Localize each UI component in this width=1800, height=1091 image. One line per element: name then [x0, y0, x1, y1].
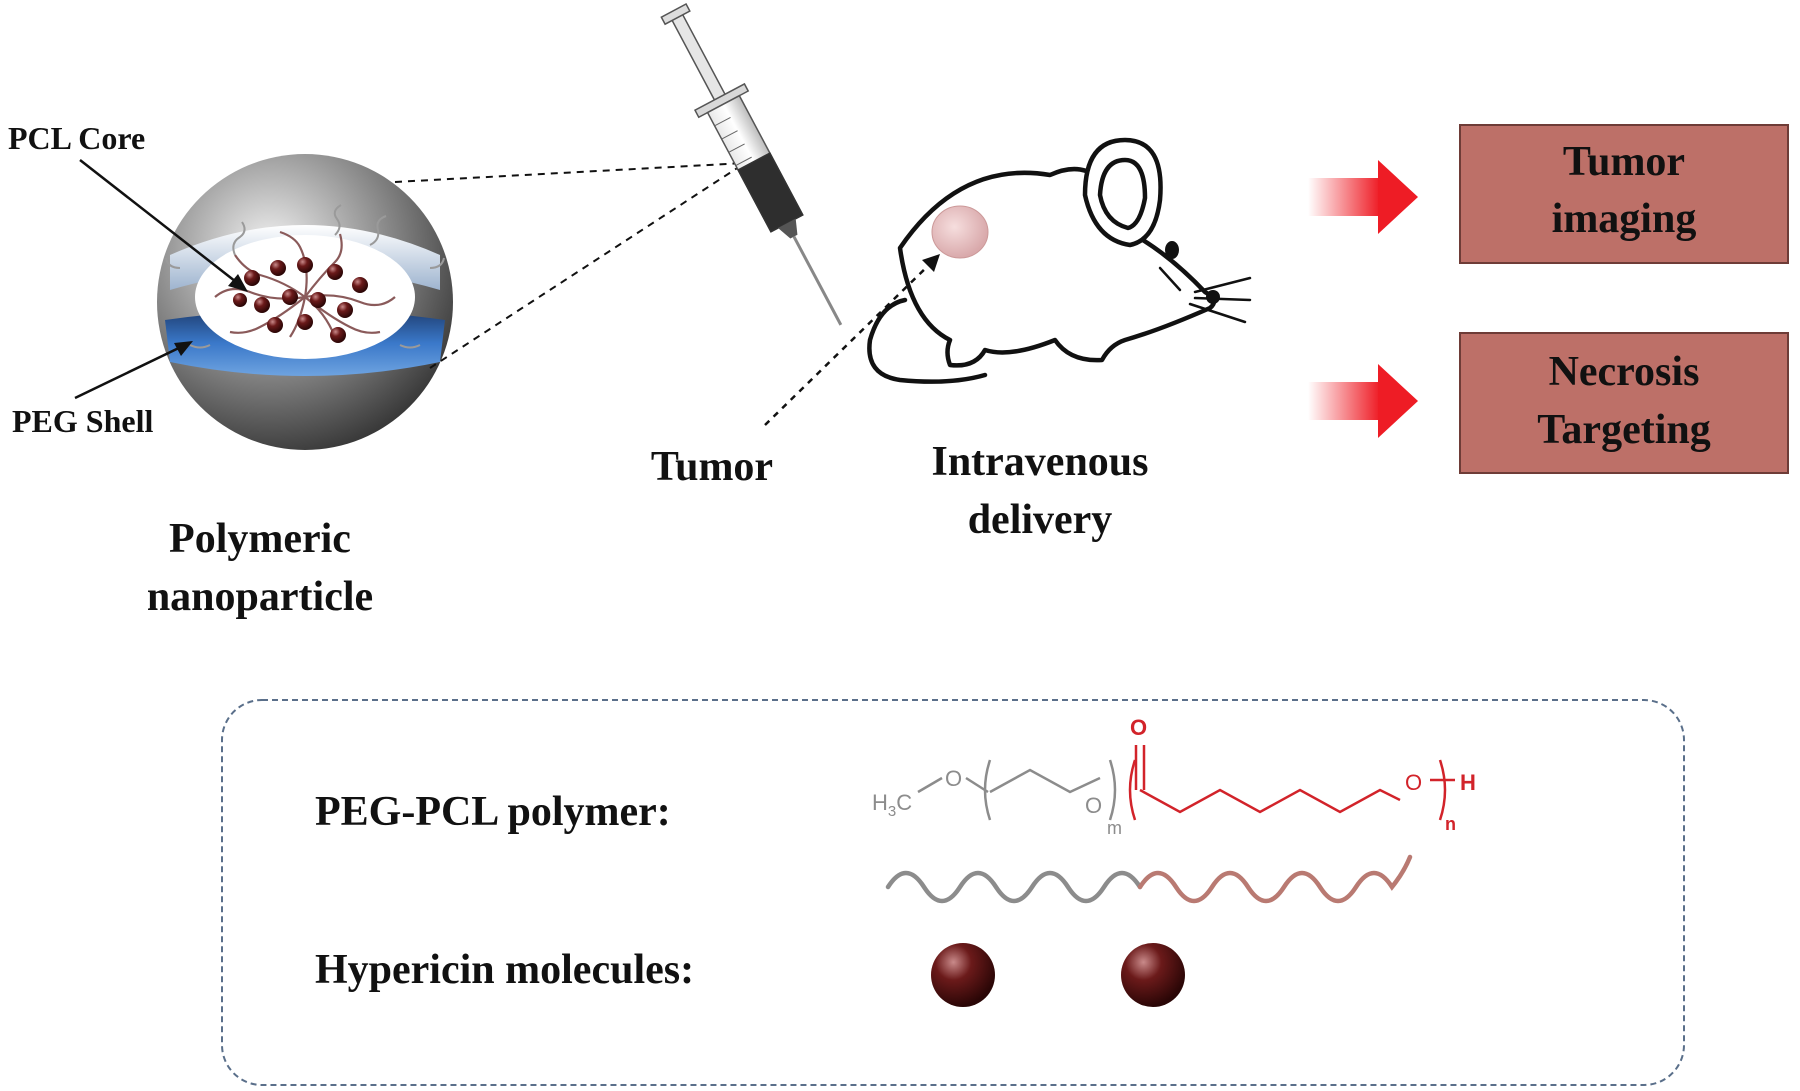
formula-carbonyl-o: O — [1130, 715, 1147, 740]
formula-h3c: H3C — [872, 790, 912, 820]
shell-pointer-arrowhead — [174, 341, 193, 356]
core-hypericin-dots — [233, 257, 368, 343]
polymer-legend-label: PEG-PCL polymer: — [315, 789, 671, 835]
hypericin-legend-label: Hypericin molecules: — [315, 947, 694, 993]
outcome-arrow-2 — [1308, 364, 1418, 438]
tumor-blob — [931, 205, 989, 259]
outcome-box-tumor-imaging: Tumor imaging — [1459, 124, 1789, 264]
outcome-2-line1: Necrosis — [1549, 349, 1700, 395]
outcome-2-line2: Targeting — [1537, 407, 1710, 453]
core-pointer-arrowhead — [228, 274, 248, 292]
tumor-pointer-line — [764, 261, 933, 426]
peg-shell-label: PEG Shell — [12, 403, 153, 439]
outcome-1-line2: imaging — [1552, 196, 1697, 242]
hypericin-ball-2 — [1121, 943, 1185, 1007]
nanoparticle: PCL Core PEG Shell Polymeric nanoparticl… — [8, 120, 453, 620]
syringe-icon — [660, 2, 843, 326]
delivery-label-line1: Intravenous — [931, 439, 1148, 485]
formula-m: m — [1107, 818, 1122, 838]
formula-n: n — [1445, 814, 1456, 834]
nanoparticle-caption-line1: Polymeric — [169, 516, 351, 562]
tumor-label: Tumor — [651, 444, 773, 490]
pcl-core-label: PCL Core — [8, 120, 145, 156]
peg-segment — [885, 870, 1143, 904]
nanoparticle-caption-line2: nanoparticle — [147, 574, 373, 620]
polymer-chain-schematic — [885, 854, 1413, 904]
peg-pcl-formula: H3C O O m O O H n — [872, 715, 1476, 838]
pcl-segment — [1137, 854, 1413, 904]
zoom-connector-lines — [394, 162, 746, 369]
hypericin-ball-1 — [931, 943, 995, 1007]
core-pointer-line — [79, 159, 241, 286]
formula-o1: O — [945, 766, 962, 791]
shell-pointer-line — [74, 343, 186, 400]
formula-o3: O — [1405, 770, 1422, 795]
shell-chains — [165, 204, 445, 349]
tumor-pointer-arrowhead — [922, 254, 940, 272]
formula-o2: O — [1085, 793, 1102, 818]
outcome-1-line1: Tumor — [1563, 139, 1685, 185]
outcome-arrow-1 — [1308, 160, 1418, 234]
legend-box — [221, 699, 1685, 1086]
outcome-box-necrosis-targeting: Necrosis Targeting — [1459, 332, 1789, 474]
delivery-label-line2: delivery — [968, 497, 1113, 543]
formula-h: H — [1460, 770, 1476, 795]
